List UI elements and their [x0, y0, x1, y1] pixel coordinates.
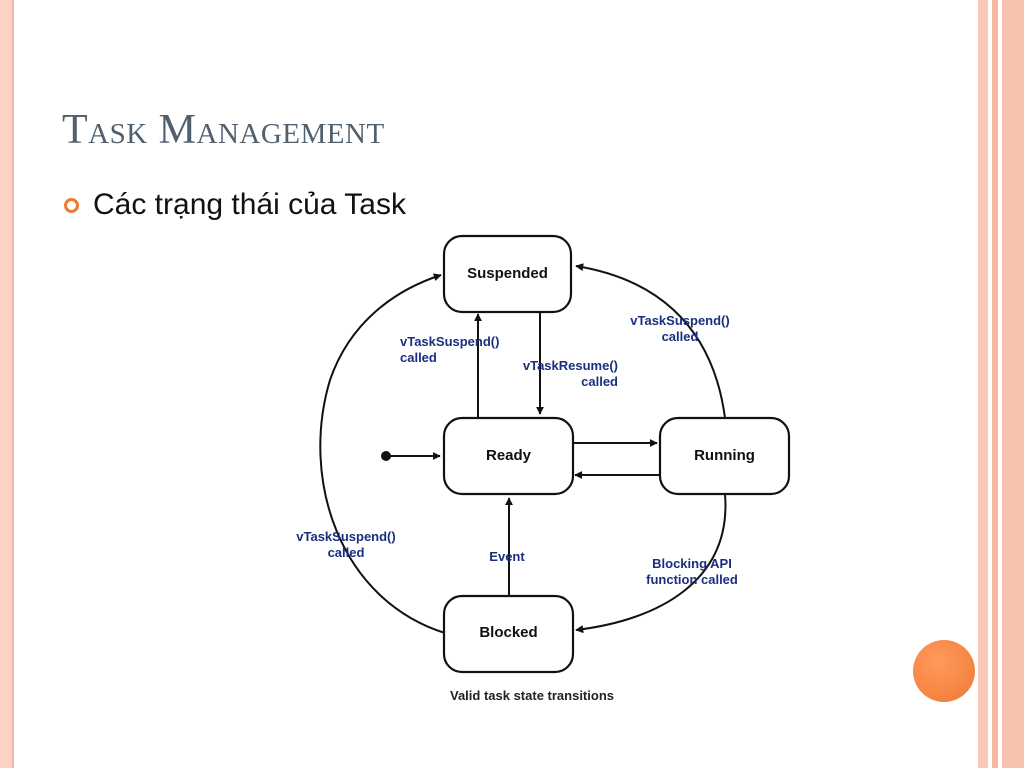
label-running-to-suspended-line2: called	[662, 329, 699, 344]
left-border-decoration	[0, 0, 14, 768]
label-blocked-to-ready: Event	[489, 549, 525, 564]
right-stripe-decoration	[976, 0, 1024, 768]
state-suspended-label: Suspended	[467, 265, 548, 282]
slide-title: Task Management	[62, 107, 385, 153]
label-ready-to-suspended-line1: vTaskSuspend()	[400, 334, 499, 349]
label-blocked-to-suspended-line1: vTaskSuspend()	[296, 529, 395, 544]
state-blocked: Blocked	[442, 594, 575, 674]
edge-running-to-blocked	[575, 493, 727, 634]
bullet-item: Các trạng thái của Task	[64, 188, 406, 222]
bullet-text: Các trạng thái của Task	[93, 188, 406, 221]
label-suspended-to-ready-line1: vTaskResume()	[523, 358, 618, 373]
state-ready-label: Ready	[486, 447, 532, 464]
label-blocked-to-suspended-line2: called	[328, 545, 365, 560]
state-ready: Ready	[442, 416, 575, 496]
diagram-caption: Valid task state transitions	[450, 688, 614, 703]
label-suspended-to-ready-line2: called	[581, 374, 618, 389]
edge-blocked-to-suspended	[319, 273, 446, 634]
ring-bullet-icon	[64, 197, 79, 213]
state-blocked-label: Blocked	[479, 624, 537, 641]
label-running-to-blocked-line2: function called	[646, 572, 738, 587]
label-running-to-suspended-line1: vTaskSuspend()	[630, 313, 729, 328]
label-ready-to-suspended-line2: called	[400, 350, 437, 365]
state-running: Running	[658, 416, 791, 496]
label-running-to-blocked-line1: Blocking API	[652, 556, 732, 571]
orange-circle-decoration	[913, 640, 975, 702]
initial-state-dot	[381, 451, 391, 461]
state-running-label: Running	[694, 447, 755, 464]
state-suspended: Suspended	[442, 234, 573, 314]
edge-running-to-suspended	[575, 263, 726, 419]
